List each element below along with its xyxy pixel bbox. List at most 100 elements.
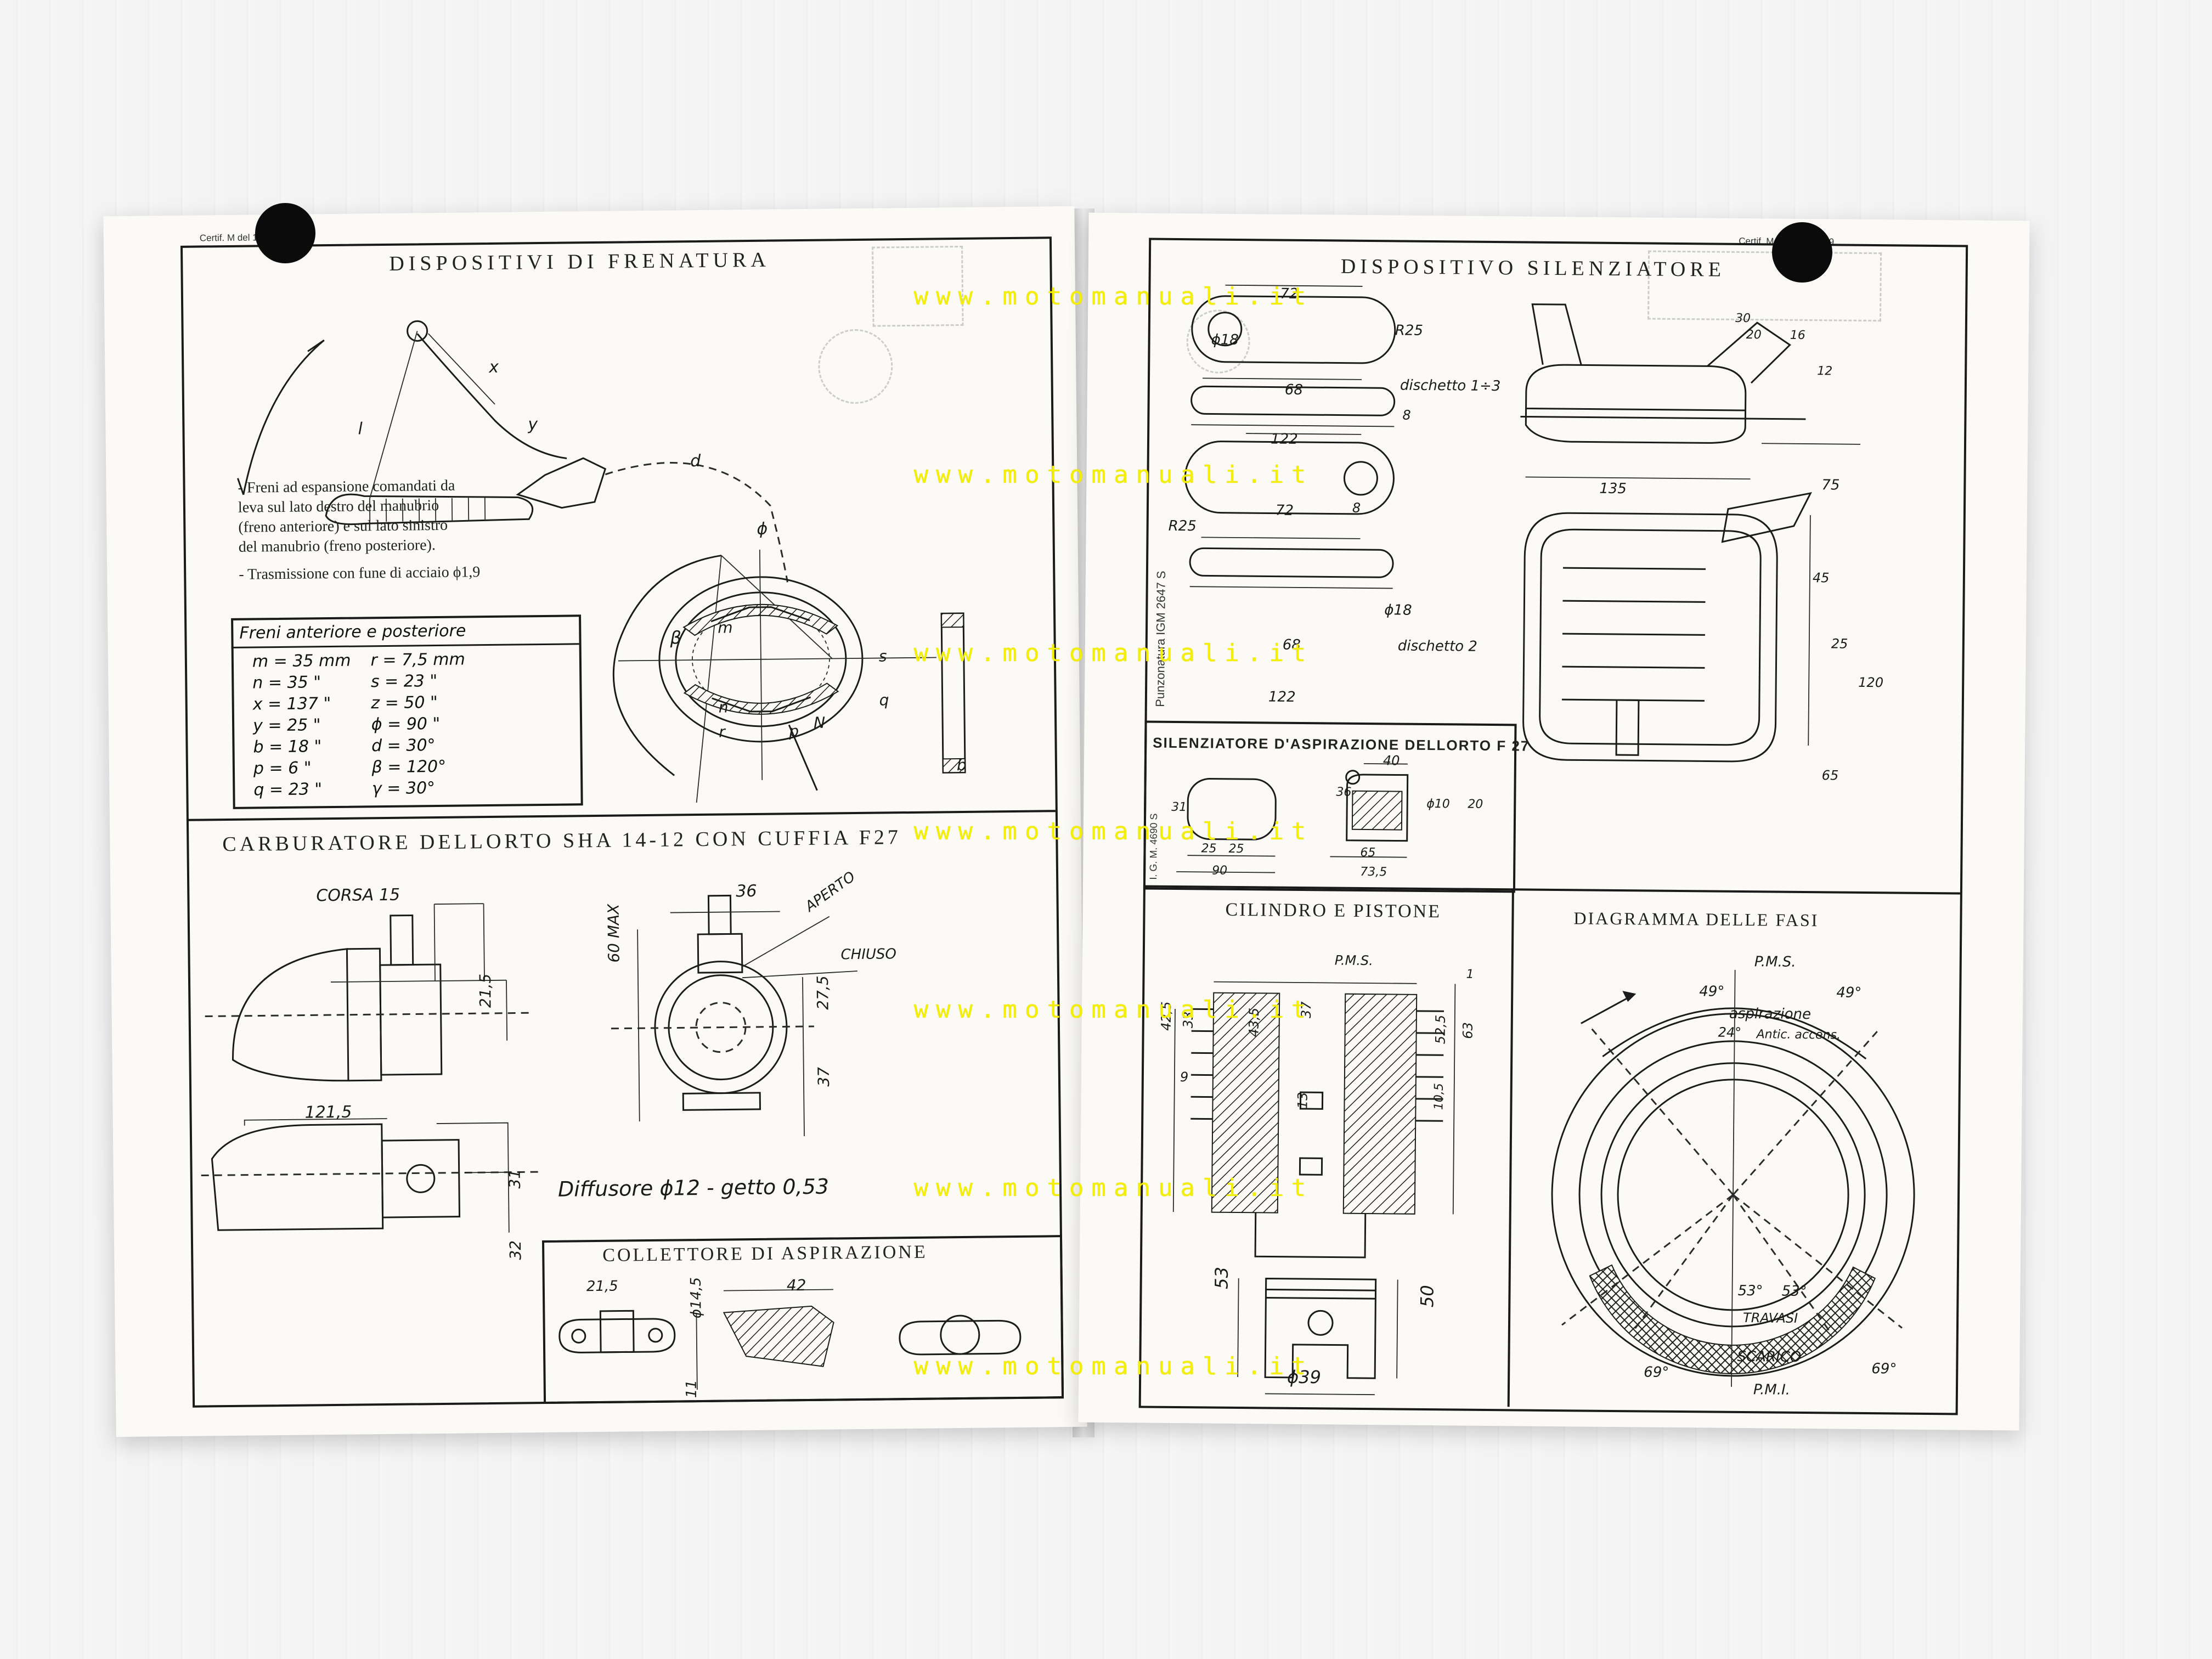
watermark: www.motomanuali.it xyxy=(913,461,1314,489)
sil-dim-122b: 122 xyxy=(1268,689,1296,706)
label-y: y xyxy=(528,415,538,435)
label-p: p xyxy=(789,722,799,741)
brake-spec-table: m = 35 mm r = 7,5 mm n = 35 " s = 23 " x =… xyxy=(242,648,477,800)
intake-dim-36: 36 xyxy=(1336,785,1352,799)
spec-cell: p = 6 " xyxy=(253,758,312,778)
sil-dim-r25b: R25 xyxy=(1168,517,1197,535)
spec-cell: s = 23 " xyxy=(370,672,438,692)
timing-title: DIAGRAMMA DELLE FASI xyxy=(1573,908,1819,930)
watermark: www.motomanuali.it xyxy=(913,817,1314,845)
timing-69-right: 69° xyxy=(1871,1361,1897,1378)
timing-49-right: 49° xyxy=(1836,984,1862,1001)
carb-dim-60: 60 MAX xyxy=(604,904,623,963)
spec-cell: ϕ = 90 " xyxy=(371,714,441,735)
piston-dim-53: 53 xyxy=(1211,1266,1232,1289)
intake-dim-20: 20 xyxy=(1468,797,1483,811)
label-N: N xyxy=(813,713,826,732)
spec-cell: n = 35 " xyxy=(252,673,321,693)
watermark: www.motomanuali.it xyxy=(913,1174,1314,1202)
timing-49-left: 49° xyxy=(1699,983,1725,1000)
label-l: l xyxy=(358,419,363,439)
cyl-dim-105: 10,5 xyxy=(1432,1083,1446,1110)
timing-24: 24° xyxy=(1718,1024,1742,1040)
table-row: x = 137 " z = 50 " xyxy=(243,691,476,715)
sil-dim-16: 16 xyxy=(1790,328,1805,342)
binder-hole-left xyxy=(255,203,315,263)
intake-dim-65: 65 xyxy=(1360,845,1376,860)
sil-dim-45: 45 xyxy=(1812,570,1830,586)
intake-dim-40: 40 xyxy=(1383,753,1400,769)
sil-dim-d18b: ϕ18 xyxy=(1384,602,1412,619)
sil-dim-122a: 122 xyxy=(1270,431,1298,448)
watermark: www.motomanuali.it xyxy=(913,996,1314,1024)
carb-stroke-label: CORSA 15 xyxy=(316,885,400,906)
note-line: - Freni ad espansione comandati da xyxy=(238,477,455,496)
sil-dim-65: 65 xyxy=(1821,768,1839,783)
piston-dim-50: 50 xyxy=(1417,1285,1438,1308)
cyl-dim-13: 13 xyxy=(1295,1092,1311,1109)
brake-lever-drawing xyxy=(187,276,683,544)
spec-cell: β = 120° xyxy=(371,757,447,777)
cyl-dim-9: 9 xyxy=(1180,1069,1189,1085)
carb-dim-31: 31 xyxy=(505,1169,524,1189)
cyl-pms: P.M.S. xyxy=(1334,952,1373,969)
carb-dim-275: 27,5 xyxy=(813,975,832,1010)
sil-dim-25: 25 xyxy=(1831,636,1848,652)
sil-dim-8a: 8 xyxy=(1402,407,1411,423)
intake-dim-10: ϕ10 xyxy=(1426,797,1450,811)
sil-dim-72b: 72 xyxy=(1275,502,1294,519)
watermark: www.motomanuali.it xyxy=(913,283,1314,311)
timing-53-right: 53° xyxy=(1781,1283,1807,1300)
spec-cell: q = 23 " xyxy=(253,780,323,800)
intake-silencer-drawing xyxy=(1165,762,1496,880)
intake-silencer-title: SILENZIATORE D'ASPIRAZIONE DELLORTO F 27 xyxy=(1153,734,1530,754)
table-row: q = 23 "γ = 30° xyxy=(244,777,476,800)
carb-closed-label: CHIUSO xyxy=(840,946,897,963)
sil-dim-75: 75 xyxy=(1821,477,1840,494)
manifold-dim-2: ϕ14,5 xyxy=(687,1277,705,1319)
carburetor-drawing xyxy=(198,860,1025,1242)
label-beta: β xyxy=(670,627,682,648)
intake-dim-90: 90 xyxy=(1212,864,1228,878)
timing-69-left: 69° xyxy=(1644,1364,1669,1381)
label-phi: ϕ xyxy=(757,519,768,539)
label-d: d xyxy=(690,451,701,471)
label-r: r xyxy=(719,723,725,741)
timing-ignition: Antic. accens. xyxy=(1756,1028,1841,1042)
sil-dim-30: 30 xyxy=(1735,311,1751,326)
sil-disc2: dischetto 2 xyxy=(1397,637,1478,655)
spec-cell: y = 25 " xyxy=(252,715,321,736)
carb-dim-36: 36 xyxy=(736,881,757,901)
label-n: n xyxy=(718,698,729,716)
carb-dim-1215: 121,5 xyxy=(304,1102,352,1122)
cyl-dim-63: 63 xyxy=(1460,1022,1476,1039)
spec-cell: d = 30° xyxy=(371,736,436,756)
spec-cell: z = 50 " xyxy=(371,692,438,713)
right-page: Certif. M del 15-6-1979 DISPOSITIVO SILE… xyxy=(1078,212,2030,1431)
table-row: y = 25 " ϕ = 90 " xyxy=(243,713,476,736)
label-m: m xyxy=(718,618,733,637)
cylinder-title: CILINDRO E PISTONE xyxy=(1225,899,1442,922)
manifold-title: COLLETTORE DI ASPIRAZIONE xyxy=(602,1242,928,1266)
timing-transfer: TRAVASI xyxy=(1742,1310,1798,1326)
sil-dim-d18a: ϕ18 xyxy=(1211,331,1239,348)
timing-pms: P.M.S. xyxy=(1754,953,1796,970)
note-line: - Trasmissione con fune di acciaio ϕ1,9 xyxy=(239,563,481,583)
carb-dim-32: 32 xyxy=(506,1240,525,1260)
note-line: del manubrio (freno posteriore). xyxy=(238,537,436,556)
manifold-dim-1: 21,5 xyxy=(586,1278,618,1295)
label-b: b xyxy=(956,755,967,775)
cyl-dim-525: 52,5 xyxy=(1432,1014,1448,1045)
binder-hole-right xyxy=(1772,222,1832,283)
left-page: Certif. M del 15-6-1979 DISPOSITIVI DI F… xyxy=(103,206,1087,1437)
spec-cell: m = 35 mm xyxy=(252,651,351,672)
spec-cell: b = 18 " xyxy=(253,737,322,757)
timing-pmi: P.M.I. xyxy=(1753,1381,1791,1398)
spec-cell: x = 137 " xyxy=(252,694,331,714)
cyl-dim-1: 1 xyxy=(1466,967,1474,981)
sil-dim-135: 135 xyxy=(1599,480,1627,498)
faded-seal xyxy=(817,329,894,404)
note-line: (freno anteriore) e sul lato sinistro xyxy=(238,516,448,536)
spec-cell: r = 7,5 mm xyxy=(370,650,465,670)
carb-diffuser-label: Diffusore ϕ12 - getto 0,53 xyxy=(557,1174,830,1201)
